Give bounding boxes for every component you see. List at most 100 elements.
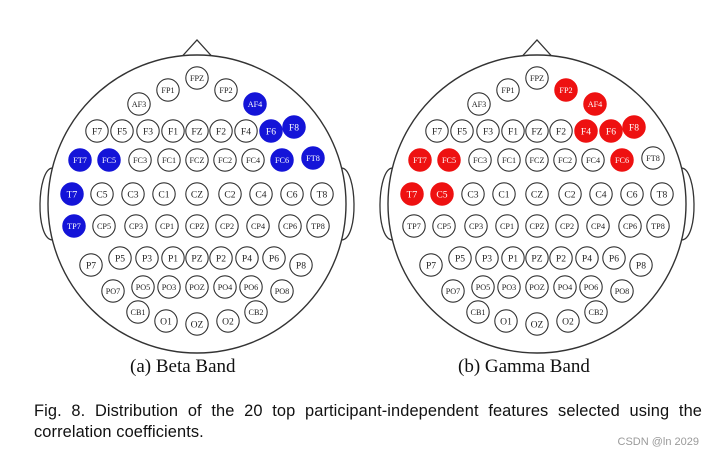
electrode-label: F2 <box>216 126 226 137</box>
electrode-marker <box>262 246 286 270</box>
electrode-marker <box>218 182 242 206</box>
electrode-fc4: FC4 <box>581 148 605 172</box>
electrode-marker <box>441 279 465 303</box>
electrode-marker <box>471 275 495 299</box>
electrode-marker <box>581 148 605 172</box>
electrode-label: FC5 <box>102 156 116 165</box>
electrode-marker <box>241 148 265 172</box>
electrode-marker <box>461 182 485 206</box>
electrode-marker <box>128 148 152 172</box>
electrode-label: P6 <box>269 253 279 264</box>
electrode-label: C3 <box>127 189 138 200</box>
electrode-label: CPZ <box>529 222 544 231</box>
electrode-label: FT7 <box>73 156 87 165</box>
electrode-marker <box>310 182 334 206</box>
electrode-po4: PO4 <box>553 275 577 299</box>
electrode-fpz: FPZ <box>185 66 209 90</box>
electrode-label: O1 <box>500 316 512 327</box>
electrode-marker <box>584 300 608 324</box>
electrode-cp3: CP3 <box>464 214 488 238</box>
electrode-label: TP8 <box>311 222 325 231</box>
electrode-marker <box>501 119 525 143</box>
electrode-label: FC2 <box>218 156 232 165</box>
electrode-marker <box>579 275 603 299</box>
electrode-label: C1 <box>158 189 169 200</box>
electrode-label: F6 <box>266 126 276 137</box>
electrode-po8: PO8 <box>270 279 294 303</box>
electrode-c5: C5 <box>90 182 114 206</box>
electrode-cpz: CPZ <box>185 214 209 238</box>
electrode-o2: O2 <box>216 309 240 333</box>
electrode-fc3: FC3 <box>128 148 152 172</box>
electrode-label: TP7 <box>67 222 81 231</box>
gamma-band-label: (b) Gamma Band <box>458 356 590 377</box>
electrode-marker <box>494 309 518 333</box>
electrode-label: F1 <box>508 126 518 137</box>
electrode-po8: PO8 <box>610 279 634 303</box>
electrode-label: P2 <box>216 253 226 264</box>
electrode-f6: F6 <box>259 119 283 143</box>
electrode-label: T7 <box>67 189 78 200</box>
electrode-label: FC4 <box>586 156 600 165</box>
electrode-cp5: CP5 <box>92 214 116 238</box>
electrode-marker <box>60 182 84 206</box>
electrode-label: FPZ <box>190 74 204 83</box>
electrode-marker <box>157 275 181 299</box>
electrode-label: P4 <box>582 253 592 264</box>
electrode-marker <box>610 148 634 172</box>
electrode-marker <box>185 275 209 299</box>
electrode-fcz: FCZ <box>525 148 549 172</box>
electrode-label: T8 <box>657 189 668 200</box>
electrode-label: T7 <box>407 189 418 200</box>
electrode-marker <box>525 312 549 336</box>
electrode-oz: OZ <box>185 312 209 336</box>
electrode-label: OZ <box>191 319 204 330</box>
electrode-label: F3 <box>143 126 153 137</box>
electrode-fc1: FC1 <box>497 148 521 172</box>
electrode-label: F8 <box>629 122 639 133</box>
electrode-p7: P7 <box>419 253 443 277</box>
electrode-label: F6 <box>606 126 616 137</box>
electrode-marker <box>243 92 267 116</box>
electrode-cp6: CP6 <box>278 214 302 238</box>
electrode-label: C5 <box>96 189 107 200</box>
electrode-po7: PO7 <box>101 279 125 303</box>
electrode-f3: F3 <box>136 119 160 143</box>
electrode-po4: PO4 <box>213 275 237 299</box>
electrode-po6: PO6 <box>239 275 263 299</box>
electrode-label: P6 <box>609 253 619 264</box>
electrode-o1: O1 <box>494 309 518 333</box>
electrode-label: P7 <box>426 260 436 271</box>
electrode-marker <box>448 246 472 270</box>
electrode-p4: P4 <box>575 246 599 270</box>
electrode-marker <box>583 92 607 116</box>
electrode-ft7: FT7 <box>408 148 432 172</box>
electrode-marker <box>135 246 159 270</box>
electrode-label: FC5 <box>442 156 456 165</box>
electrode-marker <box>306 214 330 238</box>
electrode-marker <box>650 182 674 206</box>
electrode-marker <box>620 182 644 206</box>
beta-band-label: (a) Beta Band <box>130 356 236 377</box>
electrode-label: FT8 <box>646 154 660 163</box>
electrode-marker <box>497 148 521 172</box>
electrode-cb1: CB1 <box>466 300 490 324</box>
electrode-label: CP1 <box>160 222 174 231</box>
electrode-marker <box>209 246 233 270</box>
electrode-t8: T8 <box>310 182 334 206</box>
electrode-marker <box>549 246 573 270</box>
electrode-marker <box>641 146 665 170</box>
electrode-cp5: CP5 <box>432 214 456 238</box>
electrode-fpz: FPZ <box>525 66 549 90</box>
electrode-marker <box>602 246 626 270</box>
electrode-marker <box>270 279 294 303</box>
electrode-cp2: CP2 <box>555 214 579 238</box>
electrode-marker <box>476 119 500 143</box>
electrode-marker <box>127 92 151 116</box>
electrode-marker <box>610 279 634 303</box>
electrode-marker <box>495 214 519 238</box>
electrode-marker <box>214 78 238 102</box>
electrode-label: P3 <box>142 253 152 264</box>
electrode-marker <box>161 246 185 270</box>
